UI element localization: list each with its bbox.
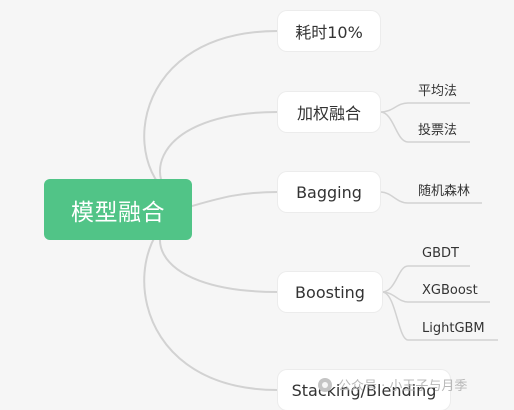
leaf-node-vote[interactable]: 投票法	[418, 123, 458, 138]
connector-boosting-to-lightgbm	[381, 291, 498, 341]
wechat-icon	[318, 377, 332, 392]
branch-node-time[interactable]: 耗时10%	[278, 11, 380, 51]
connector-bagging-to-rf	[379, 191, 482, 204]
connector-root-branch-3	[191, 191, 279, 207]
connector-weighted-to-avg	[379, 102, 470, 113]
leaf-node-average[interactable]: 平均法	[418, 84, 458, 99]
watermark-text: 公众号 · 小王子与月季	[338, 379, 468, 394]
leaf-node-lightgbm[interactable]: LightGBM	[422, 321, 485, 336]
watermark: 公众号 · 小王子与月季	[318, 375, 467, 394]
leaf-node-gbdt[interactable]: GBDT	[422, 246, 459, 261]
connector-boosting-to-gbdt	[381, 265, 470, 293]
branch-node-stacking[interactable]: Stacking/Blending	[278, 370, 450, 410]
leaf-node-random-forest[interactable]: 随机森林	[418, 184, 471, 199]
branch-node-boosting[interactable]: Boosting	[278, 272, 382, 312]
branch-node-bagging[interactable]: Bagging	[278, 172, 380, 212]
root-node[interactable]: 模型融合	[44, 179, 192, 240]
connector-weighted-to-vote	[379, 111, 470, 143]
branch-node-weighted[interactable]: 加权融合	[278, 92, 380, 132]
leaf-node-xgboost[interactable]: XGBoost	[422, 283, 478, 298]
